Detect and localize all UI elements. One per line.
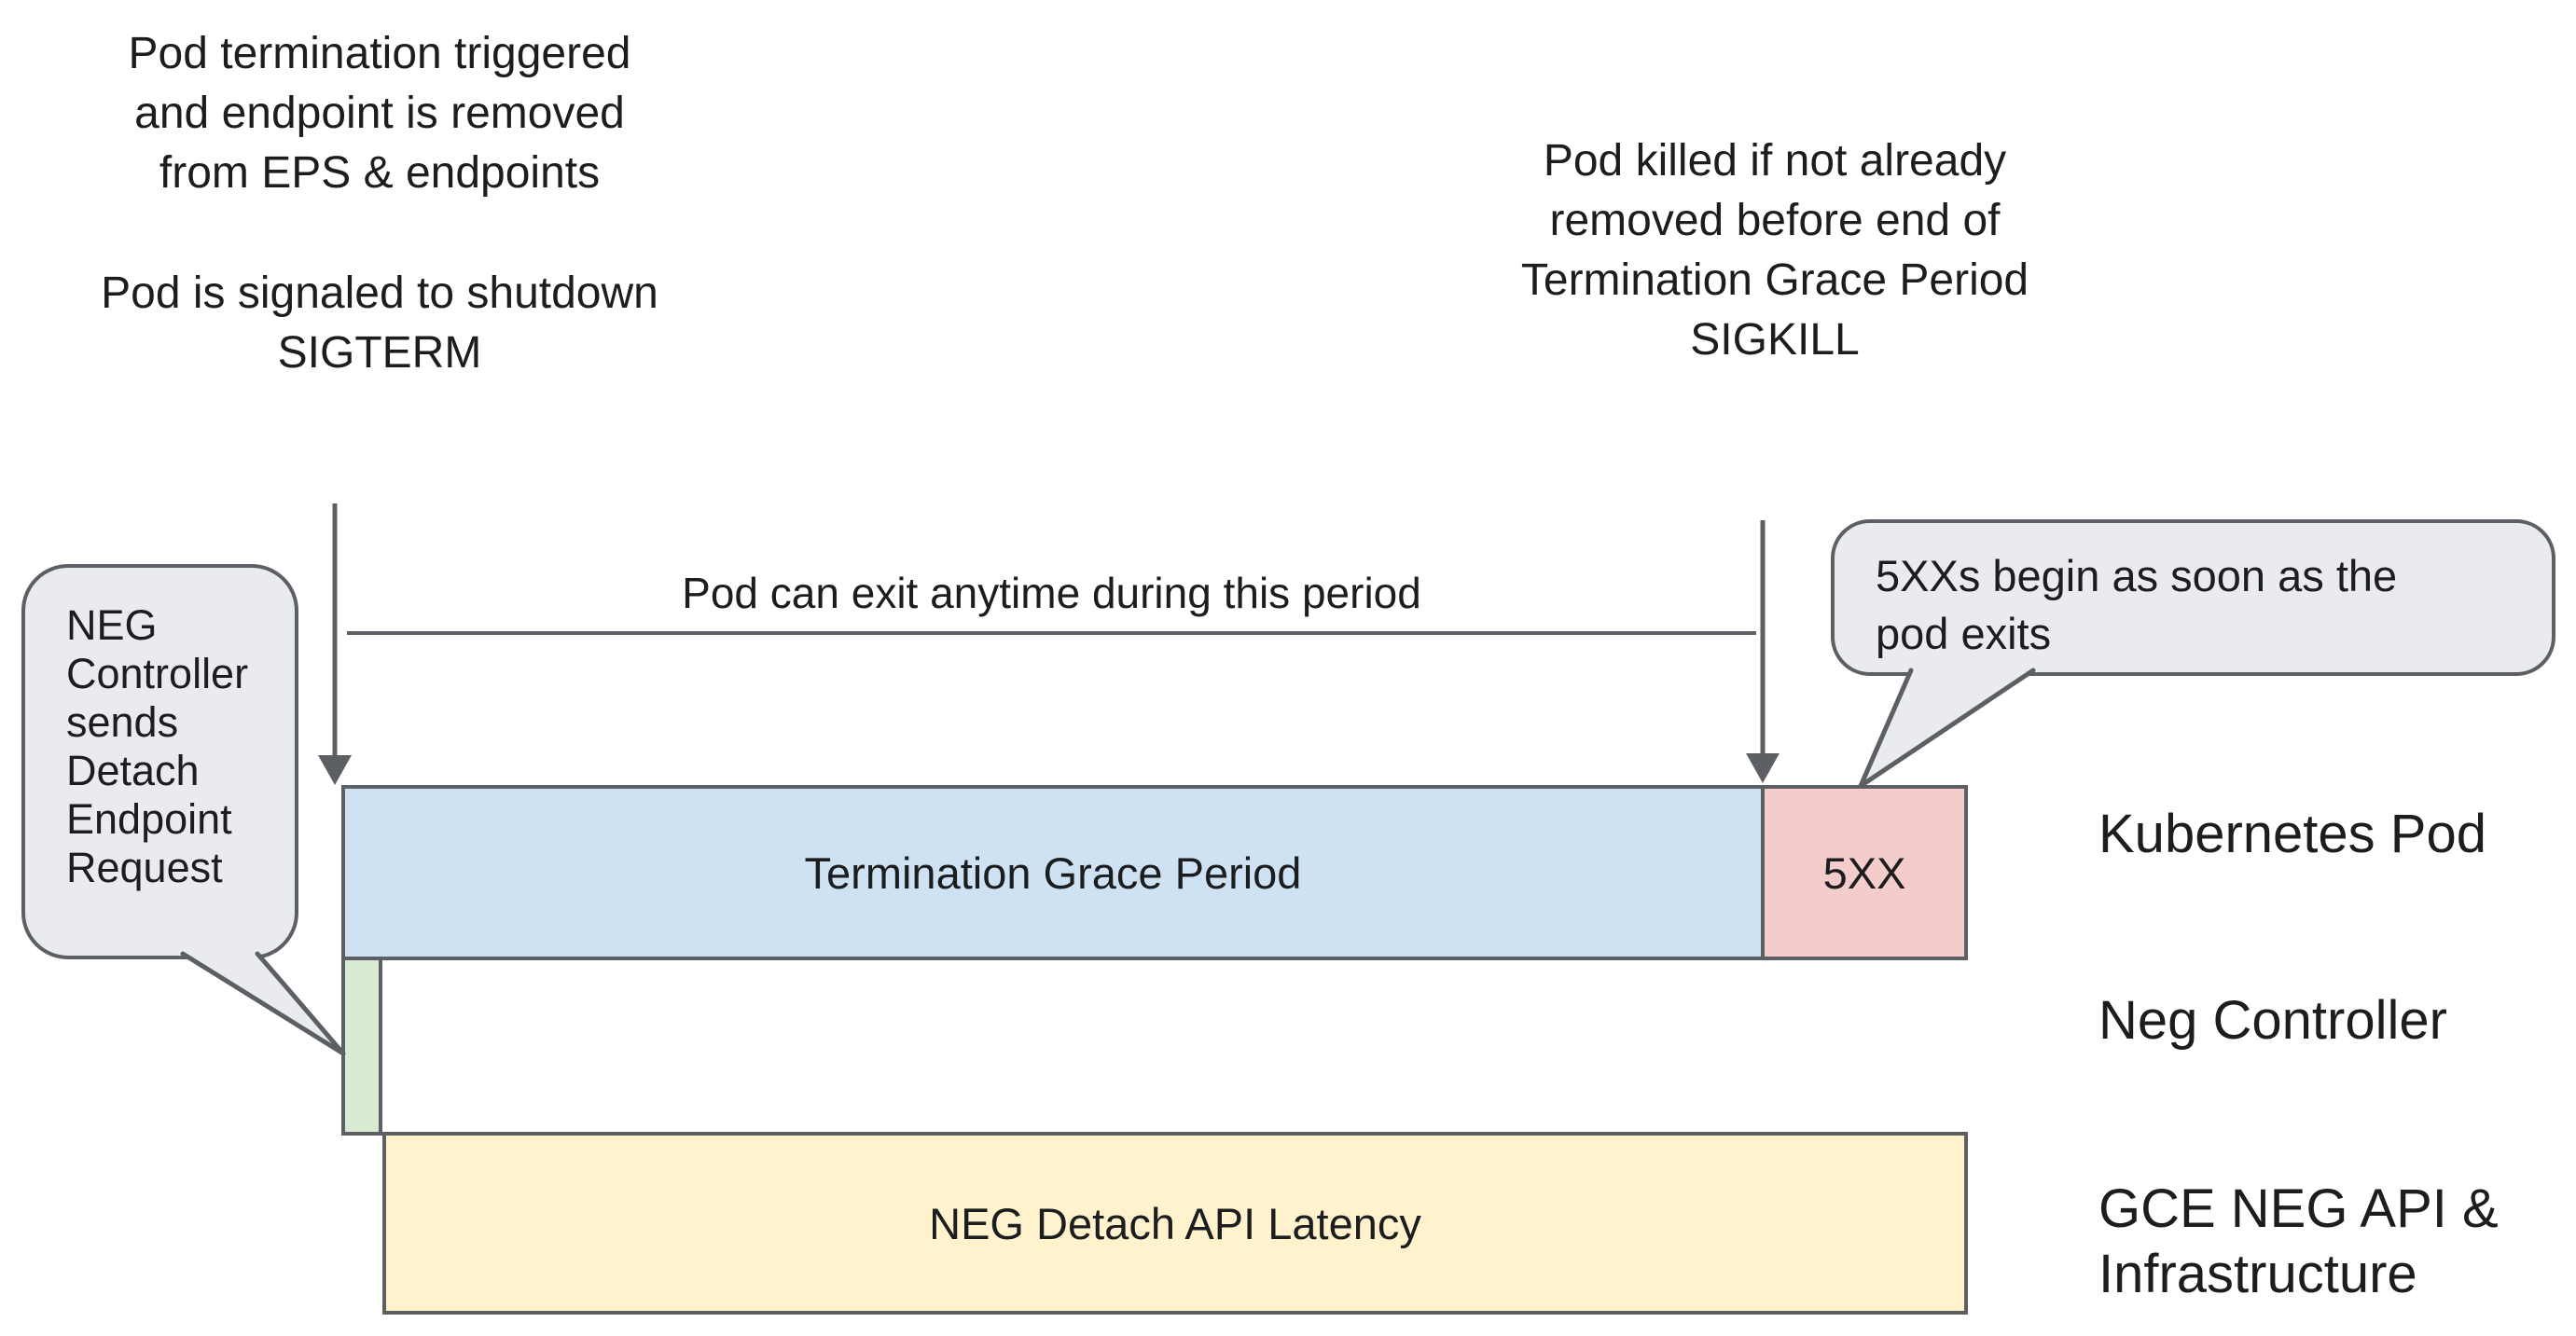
- callout-line: pod exits: [1876, 609, 2052, 658]
- callout-line: 5XXs begin as soon as the: [1876, 551, 2398, 600]
- annotation-line: Pod termination triggered: [128, 29, 631, 78]
- row-label-kubernetes-pod: Kubernetes Pod: [2098, 804, 2486, 864]
- annotation-pod-termination: Pod termination triggered and endpoint i…: [30, 24, 729, 203]
- annotation-line: Termination Grace Period: [1520, 255, 2029, 305]
- annotation-line: Pod killed if not already: [1543, 136, 2007, 186]
- bar-label: Termination Grace Period: [804, 847, 1302, 898]
- callout-tail-right: [1858, 668, 2036, 789]
- bar-neg-detach-api-latency: NEG Detach API Latency: [382, 1132, 1968, 1315]
- row-label-line: GCE NEG API &: [2098, 1178, 2499, 1239]
- annotation-sigterm: Pod is signaled to shutdown SIGTERM: [30, 264, 729, 383]
- annotation-line: SIGTERM: [277, 328, 482, 378]
- callout-line: Controller: [66, 650, 249, 697]
- callout-neg-controller-detach: NEG Controller sends Detach Endpoint Req…: [21, 564, 298, 959]
- annotation-line: from EPS & endpoints: [159, 148, 601, 198]
- annotation-line: Pod is signaled to shutdown: [101, 269, 658, 318]
- callout-line: Endpoint: [66, 795, 232, 843]
- sigkill-arrowhead-icon: [1746, 753, 1780, 783]
- sigterm-arrowhead-icon: [318, 755, 352, 785]
- row-label-gce-neg-api: GCE NEG API & Infrastructure: [2098, 1177, 2499, 1307]
- bar-termination-grace-period: Termination Grace Period: [341, 785, 1765, 960]
- annotation-sigkill: Pod killed if not already removed before…: [1425, 131, 2125, 370]
- callout-line: Request: [66, 844, 223, 891]
- period-span-label: Pod can exit anytime during this period: [682, 569, 1421, 617]
- annotation-line: removed before end of: [1549, 196, 2001, 245]
- row-label-neg-controller: Neg Controller: [2098, 990, 2447, 1051]
- annotation-line: SIGKILL: [1690, 315, 1860, 365]
- bar-detach-request-start: [341, 957, 382, 1136]
- callout-line: NEG: [66, 601, 158, 649]
- bar-label: NEG Detach API Latency: [929, 1198, 1421, 1248]
- callout-tail-left: [180, 951, 346, 1056]
- callout-line: Detach: [66, 747, 200, 794]
- bar-label: 5XX: [1822, 847, 1906, 898]
- row-label-line: Infrastructure: [2098, 1244, 2417, 1304]
- callout-5xx-begin: 5XXs begin as soon as the pod exits: [1831, 519, 2555, 676]
- bar-5xx: 5XX: [1761, 785, 1968, 960]
- callout-line: sends: [66, 698, 179, 746]
- annotation-line: and endpoint is removed: [134, 89, 625, 138]
